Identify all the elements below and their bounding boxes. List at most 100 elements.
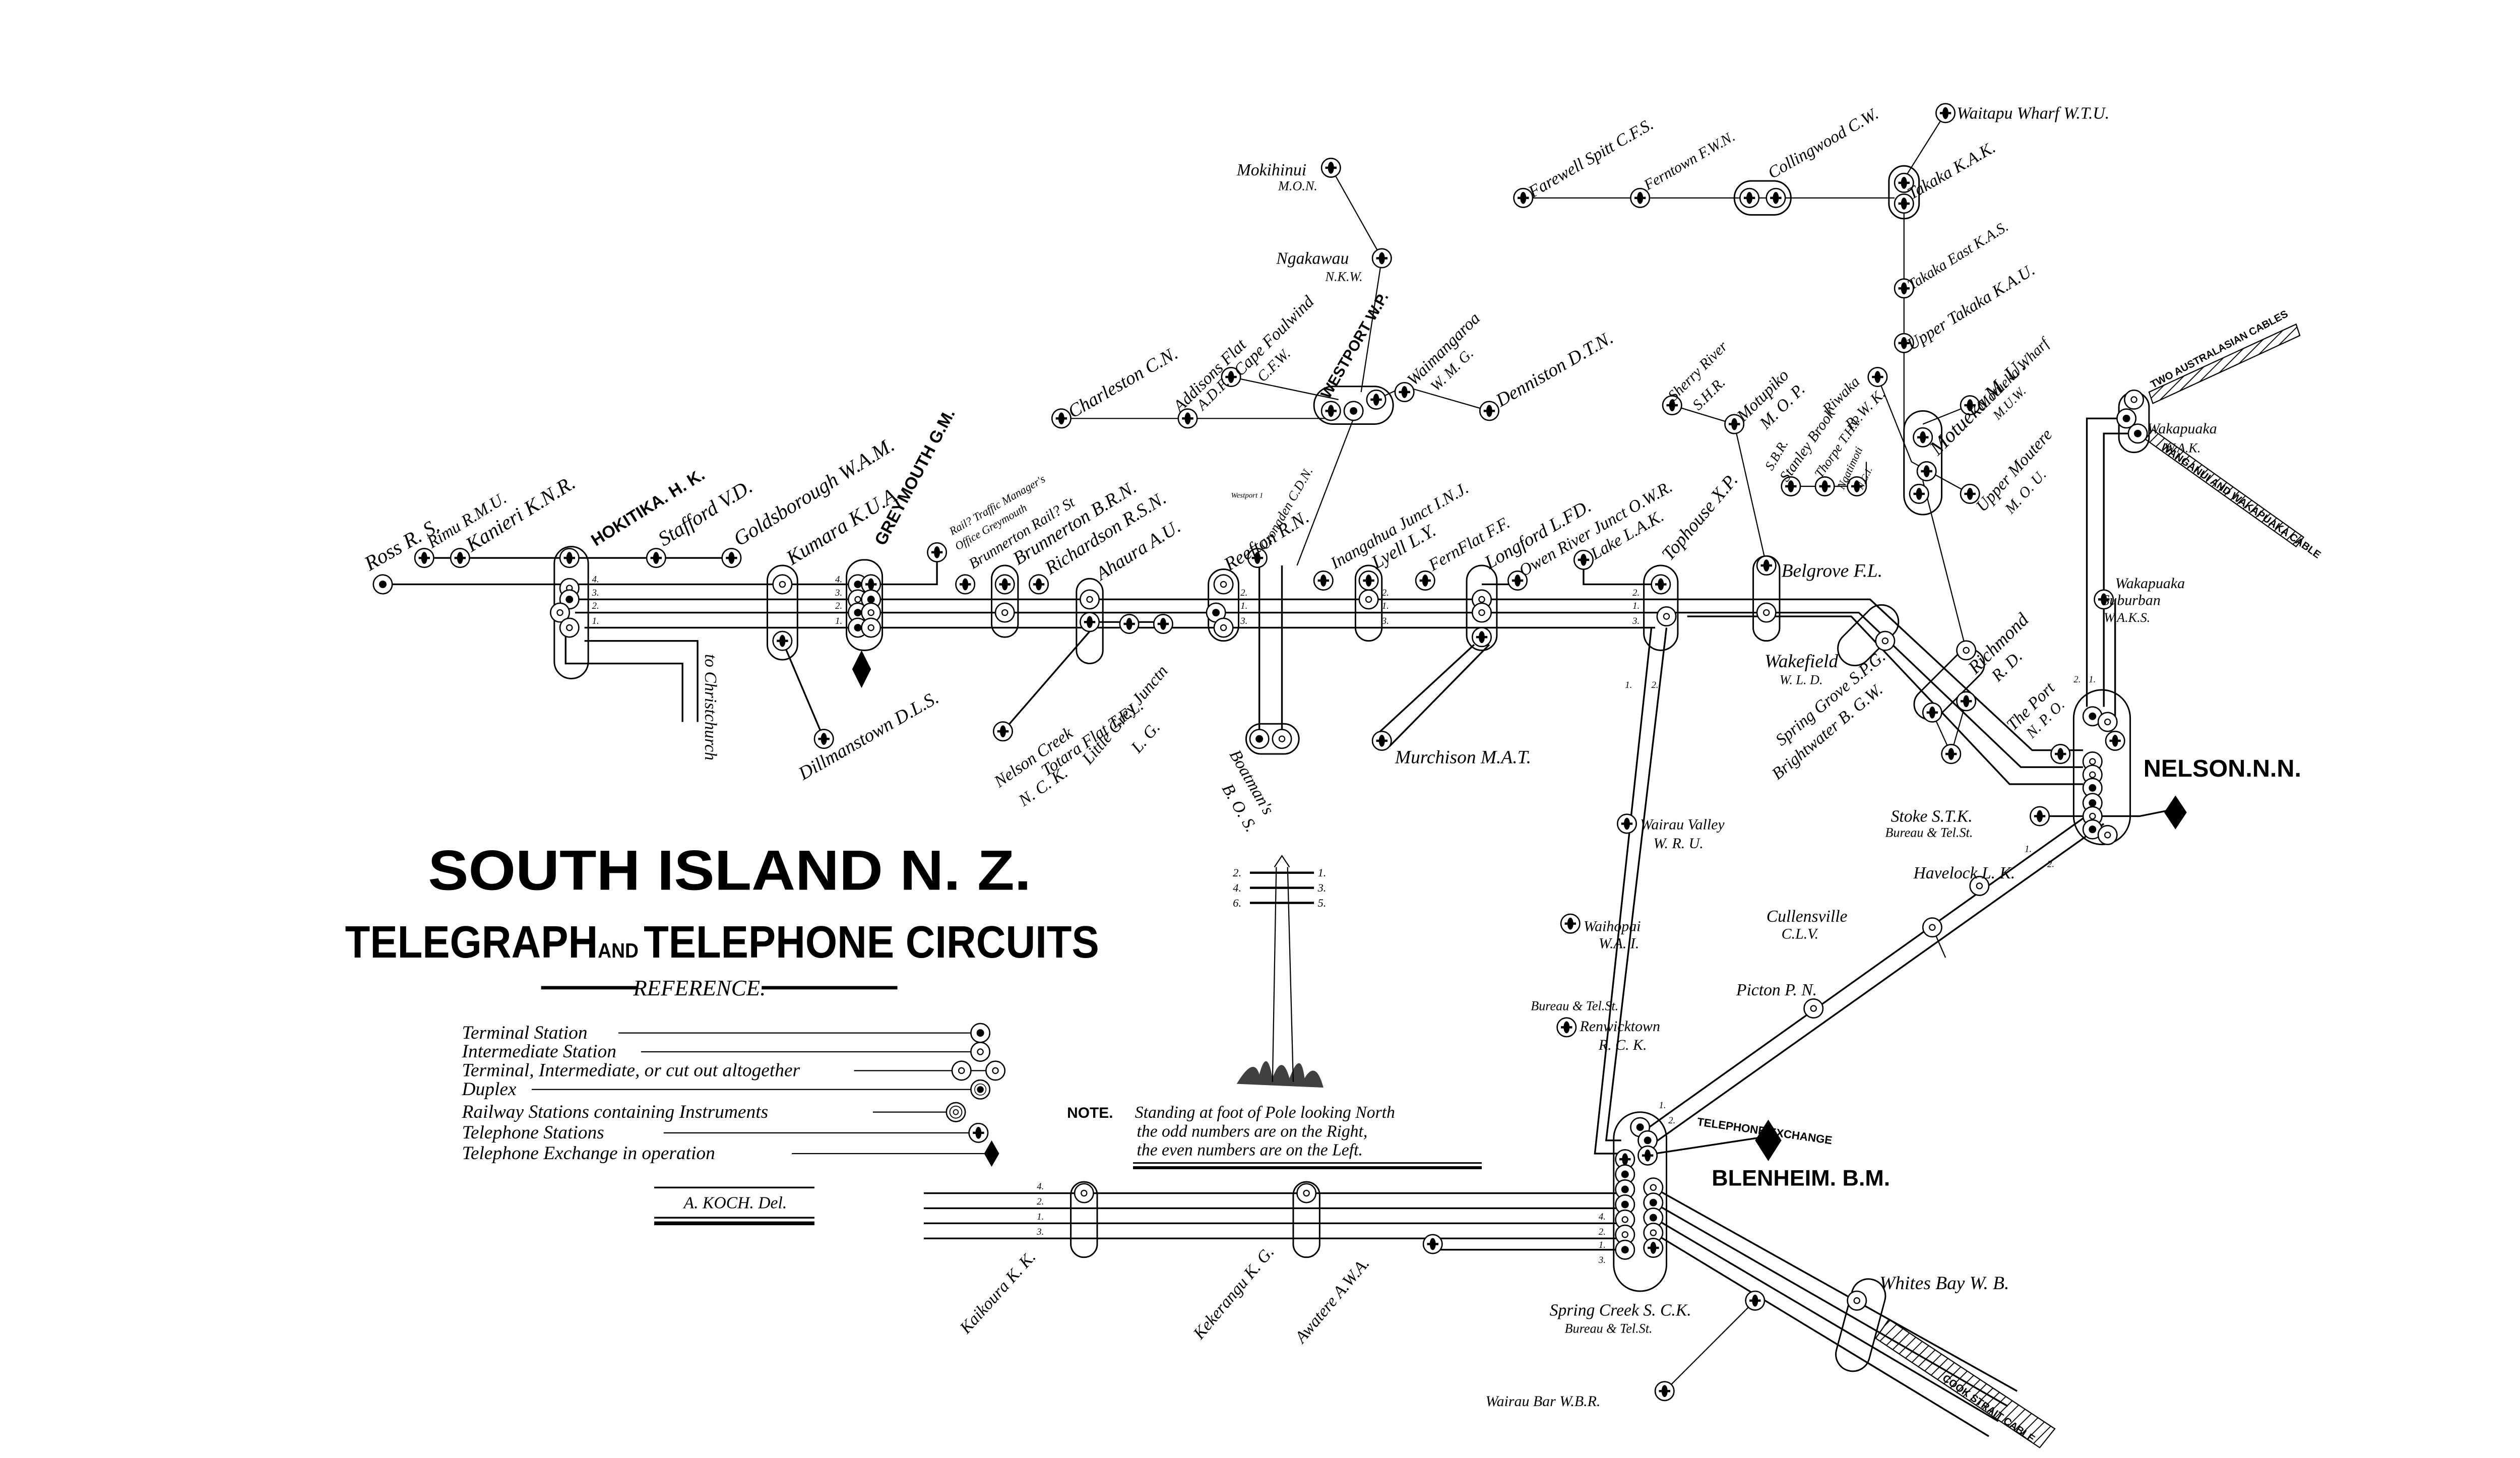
telephone-station-icon: [1909, 483, 1929, 504]
station-label-kaikoura: Kaikoura K. K.: [956, 1248, 1040, 1338]
telephone-station-icon: [955, 574, 976, 595]
intermediate-station-icon: [1969, 875, 1990, 896]
legend-item-telephone: Telephone Stations: [462, 1122, 989, 1143]
intermediate-station-icon: [951, 1060, 972, 1081]
note-heading: NOTE.: [1067, 1105, 1113, 1121]
wire-number: 2.: [1668, 1115, 1675, 1126]
title-block: SOUTH ISLAND N. Z. TELEGRAPHANDTELEPHONE…: [345, 838, 1099, 1000]
intermediate-station-icon: [559, 617, 580, 638]
telephone-station-icon: [1371, 730, 1392, 751]
legend-label: Telephone Stations: [462, 1122, 604, 1143]
legend-label: Railway Stations containing Instruments: [462, 1102, 769, 1122]
telephone-station-icon: [1745, 1290, 1766, 1311]
terminal-station-icon: [2082, 819, 2103, 840]
intermediate-station-icon: [1296, 1183, 1317, 1203]
intermediate-station-icon: [970, 1041, 991, 1062]
terminal-station-icon: [1615, 1194, 1635, 1215]
telephone-station-icon: [1371, 248, 1392, 269]
telephone-station-icon: [1894, 172, 1914, 193]
wire-number: 2.: [1632, 588, 1640, 598]
wire-number: 2.: [1037, 1196, 1044, 1207]
telephone-station-icon: [1739, 187, 1760, 208]
telephone-station-icon: [1766, 187, 1786, 208]
telephone-station-icon: [721, 548, 742, 568]
telephone-station-icon: [1616, 813, 1637, 834]
intermediate-station-icon: [772, 574, 793, 595]
intermediate-station-icon: [1471, 602, 1492, 623]
station-label-ngakawau2: N.K.W.: [1325, 269, 1363, 284]
telephone-station-icon: [646, 548, 666, 568]
telephone-station-icon: [1560, 913, 1581, 934]
boatmans-office: [1245, 723, 1300, 755]
terminal-station-icon: [2116, 408, 2137, 429]
intermediate-station-icon: [1956, 640, 1977, 661]
wire-number: 1.: [1037, 1212, 1044, 1222]
intermediate-station-icon: [1756, 602, 1777, 623]
station-label-wakapuakasub3: W.A.K.S.: [2104, 610, 2150, 625]
reference-heading: REFERENCE.: [633, 975, 766, 1000]
telephone-station-icon: [1781, 476, 1801, 496]
intermediate-station-icon: [861, 617, 881, 638]
station-label-awatere: Awatere A.W.A.: [1291, 1254, 1373, 1348]
telephone-station-icon: [1313, 570, 1334, 591]
note-line3: the even numbers are on the Left.: [1137, 1141, 1363, 1160]
title-line1: SOUTH ISLAND N. Z.: [428, 838, 1031, 902]
takaka-office: [1888, 165, 1920, 220]
telephone-station-icon: [1573, 549, 1594, 570]
wire-number: 2.: [2073, 674, 2081, 685]
telephone-station-icon: [1422, 1234, 1443, 1254]
station-label-kekerangu: Kekerangu K. G.: [1189, 1243, 1278, 1343]
intermediate-station-icon: [1656, 606, 1677, 627]
telephone-station-icon: [1471, 627, 1492, 648]
terminal-station-icon: [372, 574, 393, 595]
telephone-station-icon: [1867, 367, 1888, 388]
intermediate-station-icon: [2097, 712, 2118, 732]
station-label-ferntown: Ferntown F.W.N.: [1641, 128, 1738, 194]
station-label-ngakawau1: Ngakawau: [1276, 249, 1349, 268]
telephone-station-icon: [1960, 483, 1980, 504]
station-label-mokihinui2: M.O.N.: [1278, 179, 1317, 194]
wire-number: 1.: [835, 616, 842, 626]
telephone-station-icon: [1415, 570, 1435, 591]
telephone-station-icon: [1651, 574, 1671, 595]
greymouth-exchange-icon: [852, 650, 871, 688]
station-label-westport: WESTPORT W.P.: [1318, 290, 1392, 402]
station-label-wairauvalley2: W. R. U.: [1653, 835, 1703, 852]
railway-station-icon: [946, 1102, 966, 1122]
reefton-office: [1208, 568, 1239, 642]
telephone-station-icon: [2105, 730, 2125, 751]
greymouth-office: [846, 559, 884, 651]
telephone-station-icon: [1320, 157, 1341, 178]
legend-item-terminal: Terminal Station: [462, 1023, 991, 1043]
pole-number-right: 1.: [1318, 866, 1327, 879]
station-label-stoke2: Bureau & Tel.St.: [1885, 826, 1973, 840]
wire-number: 3.: [1036, 1227, 1044, 1237]
telephone-station-icon: [1894, 193, 1914, 214]
telephone-station-icon: [2050, 744, 2071, 765]
telephone-station-icon: [1029, 574, 1049, 595]
station-label-christchurch: to Christchurch: [701, 654, 720, 760]
legend-item-railway: Railway Stations containing Instruments: [462, 1102, 966, 1122]
intermediate-station-icon: [1213, 574, 1234, 595]
wire-number: 2.: [1599, 1227, 1606, 1237]
telephone-station-icon: [1956, 691, 1977, 712]
legend-label: Telephone Exchange in operation: [462, 1143, 715, 1164]
legend-label: Terminal, Intermediate, or cut out altog…: [462, 1060, 800, 1081]
station-label-nelson: NELSON.N.N.: [2144, 755, 2301, 782]
intermediate-station-icon: [550, 602, 571, 623]
legend-item-exchange: Telephone Exchange in operation: [462, 1140, 999, 1167]
wire-number: 4.: [835, 575, 842, 585]
terminal-station-icon: [1643, 1208, 1664, 1228]
pole-number-left: 2.: [1233, 866, 1241, 879]
telephone-station-icon: [772, 630, 793, 651]
telephone-station-icon: [1051, 408, 1072, 429]
telephone-station-icon: [1643, 1237, 1664, 1258]
telephone-station-icon: [1894, 278, 1914, 299]
pole-number-left: 6.: [1233, 897, 1241, 909]
wire-number: 4.: [1037, 1181, 1044, 1192]
wire-number: 1.: [1625, 680, 1632, 690]
telephone-station-icon: [1119, 613, 1140, 634]
cable-label-wanganui: WANGANUI AND WAKAPUAKA CABLE: [2159, 441, 2323, 560]
station-label-wakapuaka2: W.A.K.: [2164, 441, 2200, 456]
station-label-collingwood: Collingwood C.W.: [1765, 104, 1881, 182]
